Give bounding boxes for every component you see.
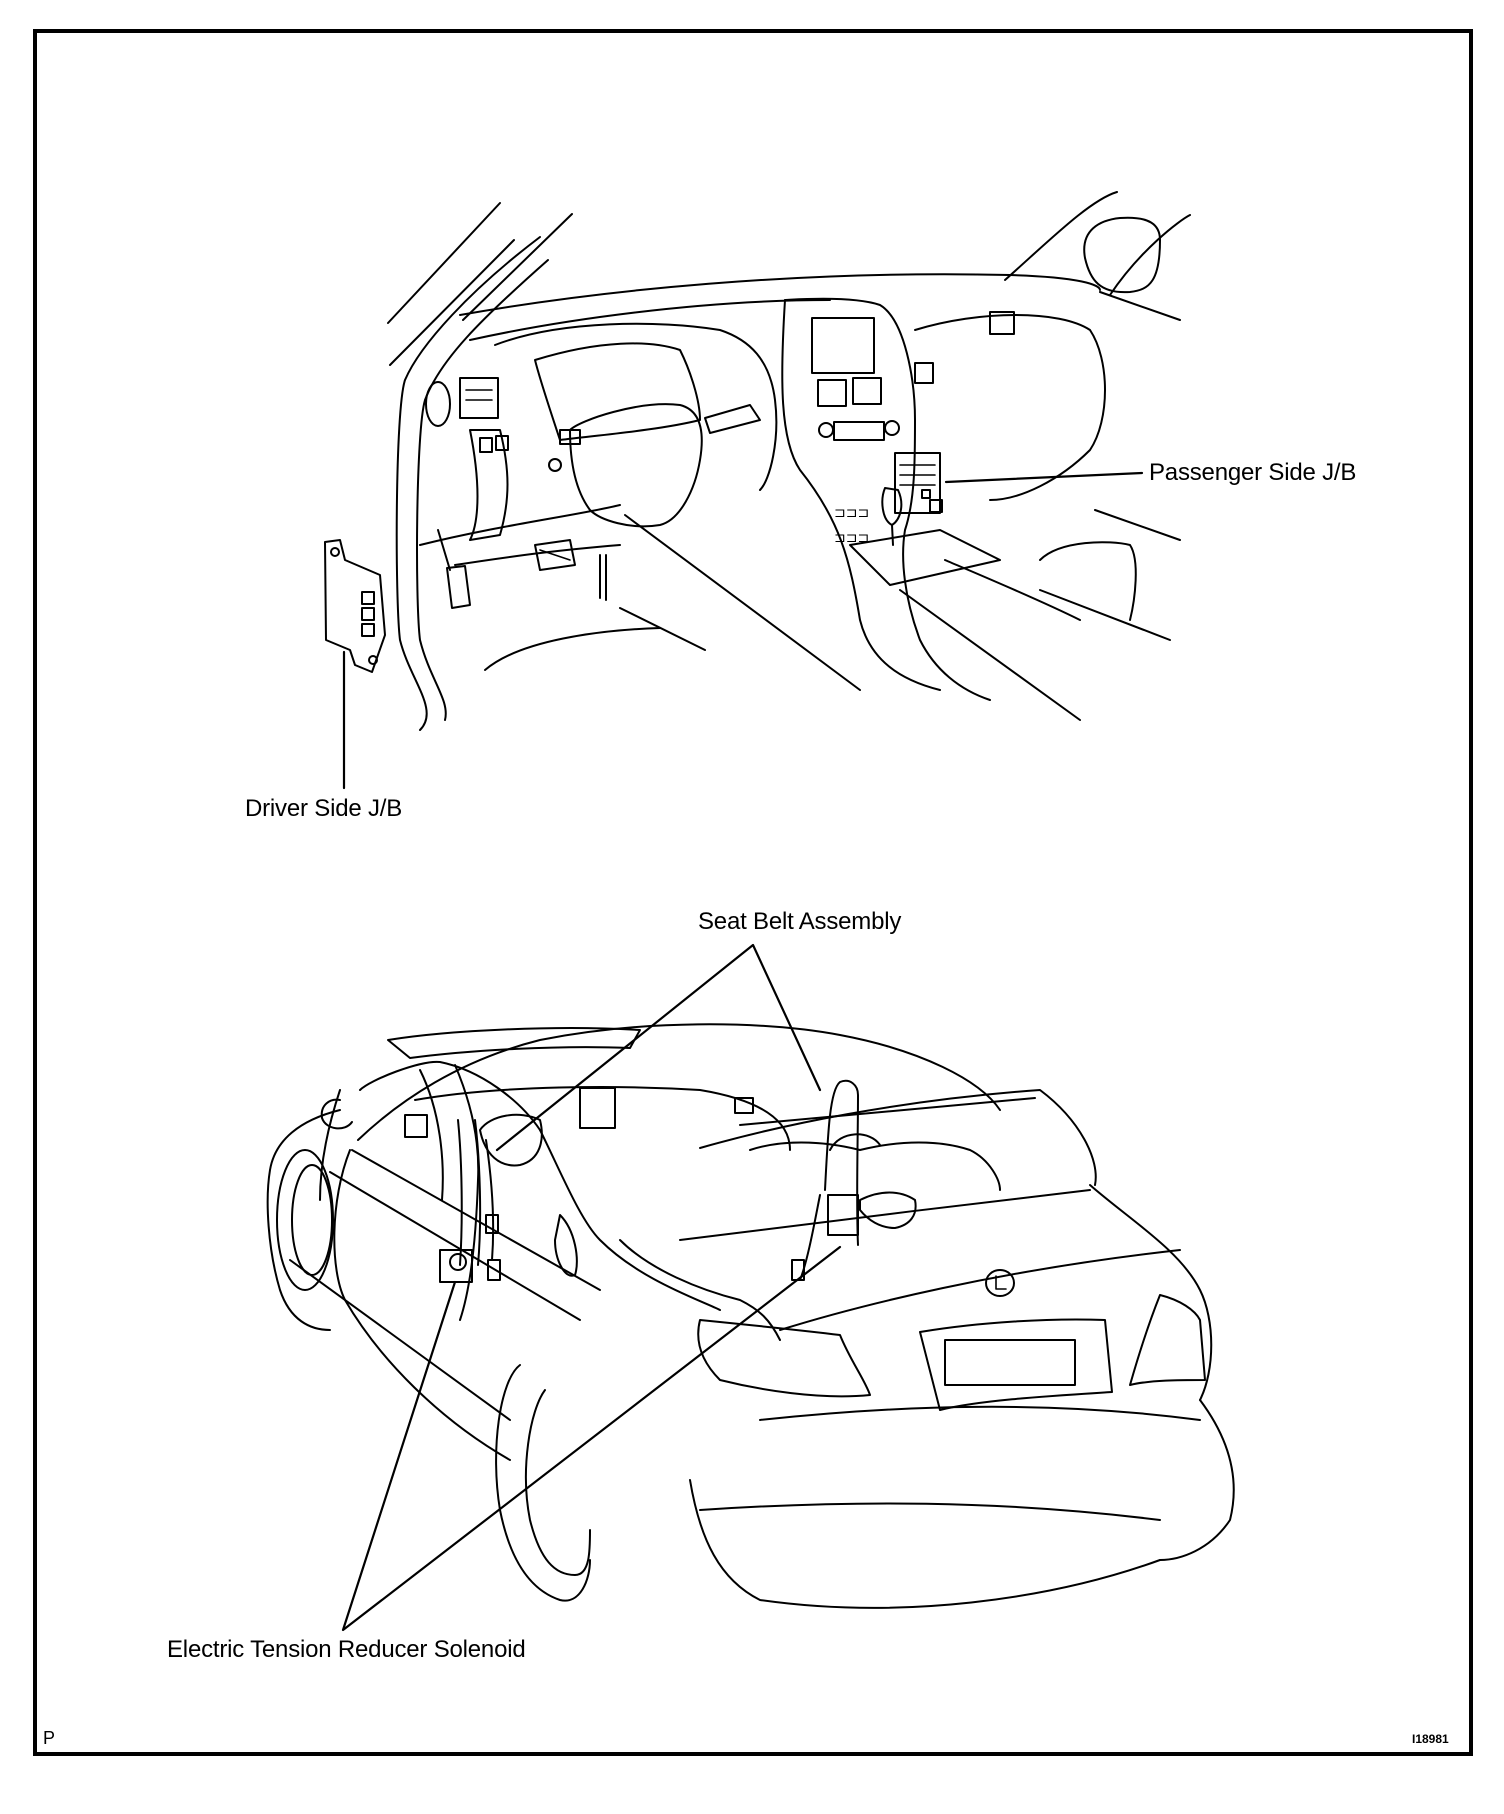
center-vent-left bbox=[817, 379, 847, 407]
b-pillar-2 bbox=[419, 1069, 444, 1201]
floor-line-3 bbox=[624, 514, 861, 691]
tension-reducer-solenoid-label: Electric Tension Reducer Solenoid bbox=[167, 1636, 526, 1663]
front-fender bbox=[266, 1109, 341, 1331]
door-handle bbox=[554, 1214, 578, 1277]
seat-belt-assembly-label: Seat Belt Assembly bbox=[698, 908, 902, 935]
a-pillar-line bbox=[387, 202, 501, 324]
door-beltline bbox=[351, 1149, 601, 1291]
cluster-screen bbox=[534, 342, 701, 441]
interior-vent-left bbox=[404, 1114, 428, 1138]
steering-wheel bbox=[569, 403, 703, 528]
left-round-vent bbox=[425, 381, 451, 427]
shift-console bbox=[849, 529, 1001, 586]
dash-top bbox=[459, 273, 1101, 316]
floor-line-4 bbox=[899, 589, 1081, 721]
glovebox-latch bbox=[914, 362, 934, 384]
left-switch-panel bbox=[469, 429, 509, 541]
center-stack-left bbox=[781, 299, 941, 691]
interior-nav-screen bbox=[579, 1087, 616, 1129]
figure-id: I18981 bbox=[1412, 1732, 1449, 1746]
front-seat-belt bbox=[439, 1119, 501, 1283]
lower-dash-2 bbox=[454, 544, 621, 566]
nav-screen bbox=[811, 317, 875, 374]
tail-light-left bbox=[697, 1319, 871, 1398]
page-marker: P bbox=[43, 1728, 56, 1748]
lower-dash bbox=[419, 504, 621, 546]
passenger-jb-label: Passenger Side J/B bbox=[1149, 459, 1357, 486]
door-opening bbox=[395, 236, 541, 731]
rear-window bbox=[699, 1089, 1097, 1186]
instrument-panel-drawing: ⊐⊐⊐ ⊐⊐⊐ bbox=[324, 191, 1191, 731]
seat-belt-assembly-leader bbox=[495, 943, 822, 1152]
figure-border bbox=[33, 29, 1473, 1756]
headrest bbox=[829, 1133, 881, 1151]
rear-bumper bbox=[759, 1405, 1201, 1421]
door-sill bbox=[289, 1259, 511, 1421]
rear-seatback bbox=[749, 1141, 1001, 1191]
rear-wheel bbox=[495, 1364, 591, 1602]
a-pillar-line bbox=[462, 213, 573, 321]
passenger-dash bbox=[914, 314, 1106, 501]
rear-bumper-low bbox=[699, 1502, 1161, 1521]
console-armrest bbox=[1039, 541, 1137, 621]
cluster-hood bbox=[494, 322, 778, 491]
rear-wheel-inner bbox=[525, 1389, 591, 1576]
side-mirror-car bbox=[320, 1098, 353, 1130]
brake-pedal bbox=[534, 539, 576, 571]
b-pillar bbox=[454, 1064, 480, 1321]
rear-corner bbox=[1159, 1399, 1235, 1561]
side-mirror bbox=[1083, 216, 1161, 294]
dash-top-2 bbox=[469, 299, 831, 341]
vehicle-drawing bbox=[266, 1023, 1235, 1609]
rear-deck bbox=[679, 1189, 1091, 1241]
ignition bbox=[548, 458, 562, 472]
trunk-right bbox=[1089, 1184, 1213, 1401]
body-bottom bbox=[689, 1479, 1161, 1609]
trunk-lid bbox=[779, 1249, 1181, 1331]
floor-line bbox=[484, 627, 661, 671]
door-beltline-2 bbox=[329, 1171, 581, 1321]
door-line bbox=[1099, 291, 1181, 321]
pedal-arm bbox=[437, 529, 451, 571]
center-vent-right bbox=[852, 377, 882, 405]
tension-reducer-leader bbox=[341, 1245, 842, 1632]
interior-dash bbox=[414, 1086, 791, 1151]
accelerator-pedal bbox=[446, 565, 471, 609]
passenger-jb-leader bbox=[944, 471, 1144, 484]
front-wheel-inner bbox=[291, 1164, 333, 1276]
rear-tension-reducer bbox=[827, 1194, 859, 1236]
front-wheel bbox=[276, 1149, 334, 1291]
left-vent bbox=[459, 377, 499, 419]
lexus-emblem bbox=[985, 1269, 1015, 1297]
driver-jb-component bbox=[324, 539, 386, 673]
c-pillar bbox=[539, 1129, 721, 1311]
tail-light-right bbox=[1129, 1294, 1206, 1386]
front-door bbox=[333, 1149, 511, 1461]
floor-line-2 bbox=[619, 607, 706, 651]
license-plate bbox=[944, 1339, 1076, 1386]
passenger-jb-component bbox=[894, 452, 943, 514]
shift-knob bbox=[881, 487, 903, 526]
windshield-right bbox=[1004, 191, 1118, 281]
audio-unit bbox=[833, 421, 885, 441]
door-opening-inner bbox=[416, 259, 549, 721]
steering-wheel-interior bbox=[479, 1113, 543, 1167]
windshield-right-2 bbox=[1109, 214, 1191, 296]
steering-column bbox=[704, 404, 761, 434]
a-pillar-2 bbox=[359, 1060, 541, 1131]
center-console bbox=[944, 559, 1081, 621]
rear-quarter bbox=[619, 1239, 781, 1341]
driver-jb-label: Driver Side J/B bbox=[245, 795, 403, 822]
svg-text:⊐⊐⊐: ⊐⊐⊐ bbox=[834, 504, 869, 520]
rear-window-line bbox=[739, 1097, 1036, 1126]
roof bbox=[357, 1023, 1001, 1141]
sunroof bbox=[387, 1027, 641, 1059]
center-stack bbox=[784, 297, 991, 701]
a-pillar-line bbox=[389, 239, 515, 366]
passenger-vent bbox=[989, 311, 1015, 335]
license-plate-recess bbox=[919, 1318, 1113, 1411]
svg-text:⊐⊐⊐: ⊐⊐⊐ bbox=[834, 529, 869, 545]
